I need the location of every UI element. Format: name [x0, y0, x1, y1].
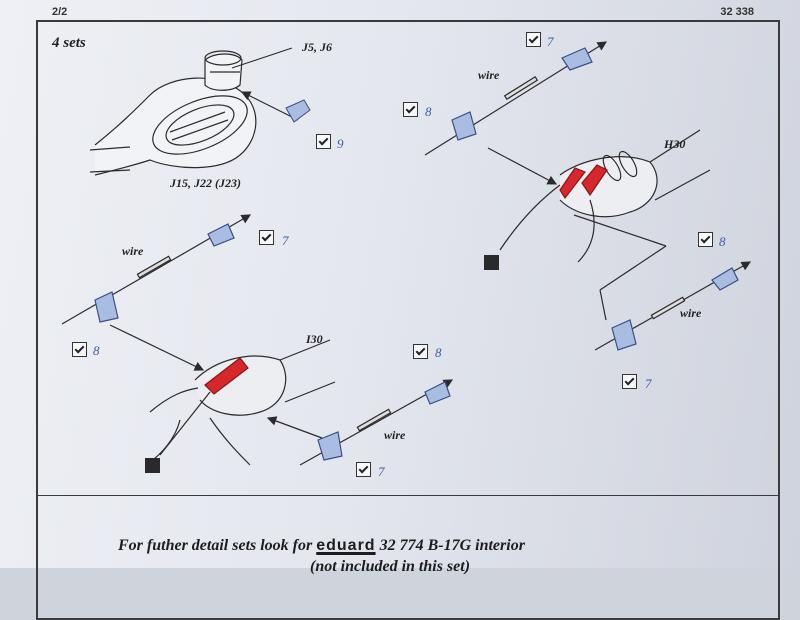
arrow-part9	[240, 91, 299, 121]
footer-divider	[36, 495, 780, 496]
checkbox-part-7-top	[526, 32, 541, 47]
part-number-7-bottom: 7	[378, 464, 385, 479]
part-number-8-top: 8	[425, 104, 432, 119]
wire-assembly-right	[594, 261, 752, 351]
checkbox-part-7-left	[259, 230, 274, 245]
assembly-drawing	[61, 41, 752, 473]
page-number: 2/2	[52, 6, 68, 18]
checkbox-part-9	[316, 134, 331, 149]
oxygen-regulator	[89, 50, 257, 176]
part-number-8-right: 8	[719, 234, 726, 249]
part-number-8-bottom: 8	[435, 345, 442, 360]
label-j15-j22: J15, J22 (J23)	[170, 176, 241, 190]
part-number-9: 9	[337, 136, 344, 151]
part-number-7-left: 7	[282, 233, 289, 248]
checkbox-part-8-bottom	[413, 344, 428, 359]
part-number-7-top: 7	[547, 34, 554, 49]
label-j5-j6: J5, J6	[302, 40, 332, 54]
checkbox-part-8-left	[72, 342, 87, 357]
h30-assembly	[499, 129, 711, 321]
footer-prefix: For futher detail sets look for	[118, 537, 313, 554]
black-square-h30	[484, 255, 499, 270]
checkbox-part-7-bottom	[356, 462, 371, 477]
part-number-7-right: 7	[645, 376, 652, 391]
i30-assembly	[149, 339, 336, 466]
part-number-8-left: 8	[93, 343, 100, 358]
set-number: 32 338	[720, 6, 754, 18]
footer-note-line2: (not included in this set)	[310, 558, 471, 575]
label-wire-top-right: wire	[478, 68, 500, 82]
wire-assembly-bottom	[266, 379, 454, 466]
label-i30: I30	[306, 332, 323, 346]
sets-label: 4 sets	[52, 35, 86, 51]
leader-j5j6	[231, 47, 293, 69]
label-wire-bottom: wire	[384, 428, 406, 442]
footer-suffix: 32 774 B-17G interior	[379, 537, 525, 554]
black-square-i30	[145, 458, 160, 473]
label-wire-left: wire	[122, 244, 144, 258]
wire-assembly-left	[61, 214, 252, 371]
pe-part-9	[285, 99, 311, 123]
label-wire-right: wire	[680, 306, 702, 320]
label-h30: H30	[664, 137, 686, 151]
instruction-sheet: 2/2 32 338 4 sets	[0, 0, 800, 568]
footer-note: For futher detail sets look for eduard 3…	[118, 537, 525, 555]
checkbox-part-8-top	[403, 102, 418, 117]
checkbox-part-8-right	[698, 232, 713, 247]
checkbox-part-7-right	[622, 374, 637, 389]
eduard-logo: eduard	[316, 537, 376, 554]
wire-assembly-top-right	[424, 41, 608, 185]
